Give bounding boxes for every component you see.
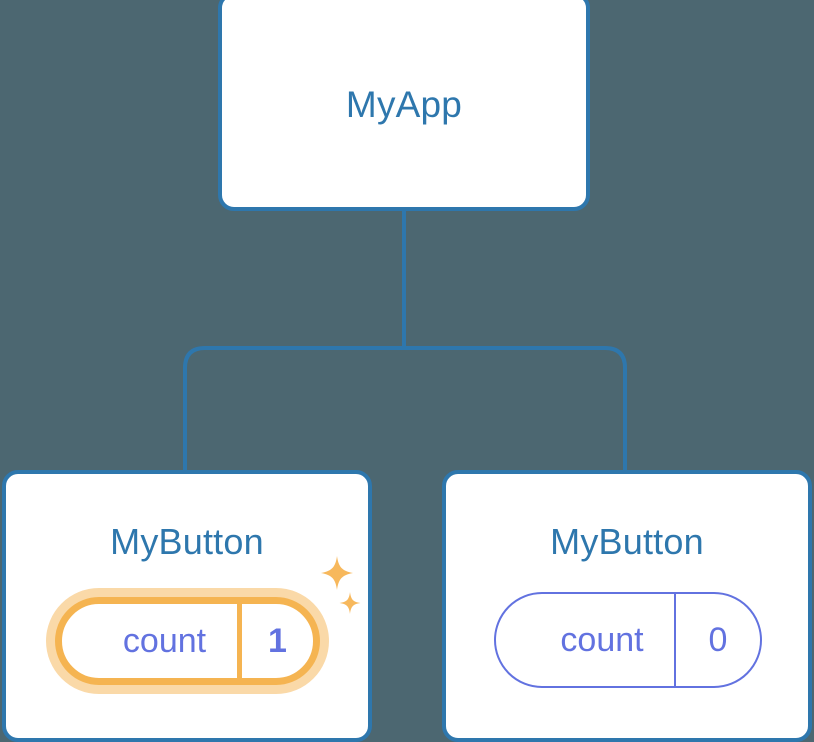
state-pill-left[interactable]: count 1 (55, 597, 320, 685)
node-title-myapp: MyApp (345, 84, 463, 125)
state-key-right: count (496, 594, 676, 686)
state-pill-right[interactable]: count 0 (494, 592, 762, 688)
state-key-left: count (62, 604, 242, 678)
state-value-left: 1 (268, 621, 287, 660)
node-title-mybutton-left: MyButton (110, 521, 264, 562)
state-value-right: 0 (708, 620, 728, 659)
connector-branch-bus (183, 346, 627, 470)
node-card-myapp[interactable]: MyApp (218, 0, 590, 211)
node-title-mybutton-right: MyButton (550, 521, 704, 562)
